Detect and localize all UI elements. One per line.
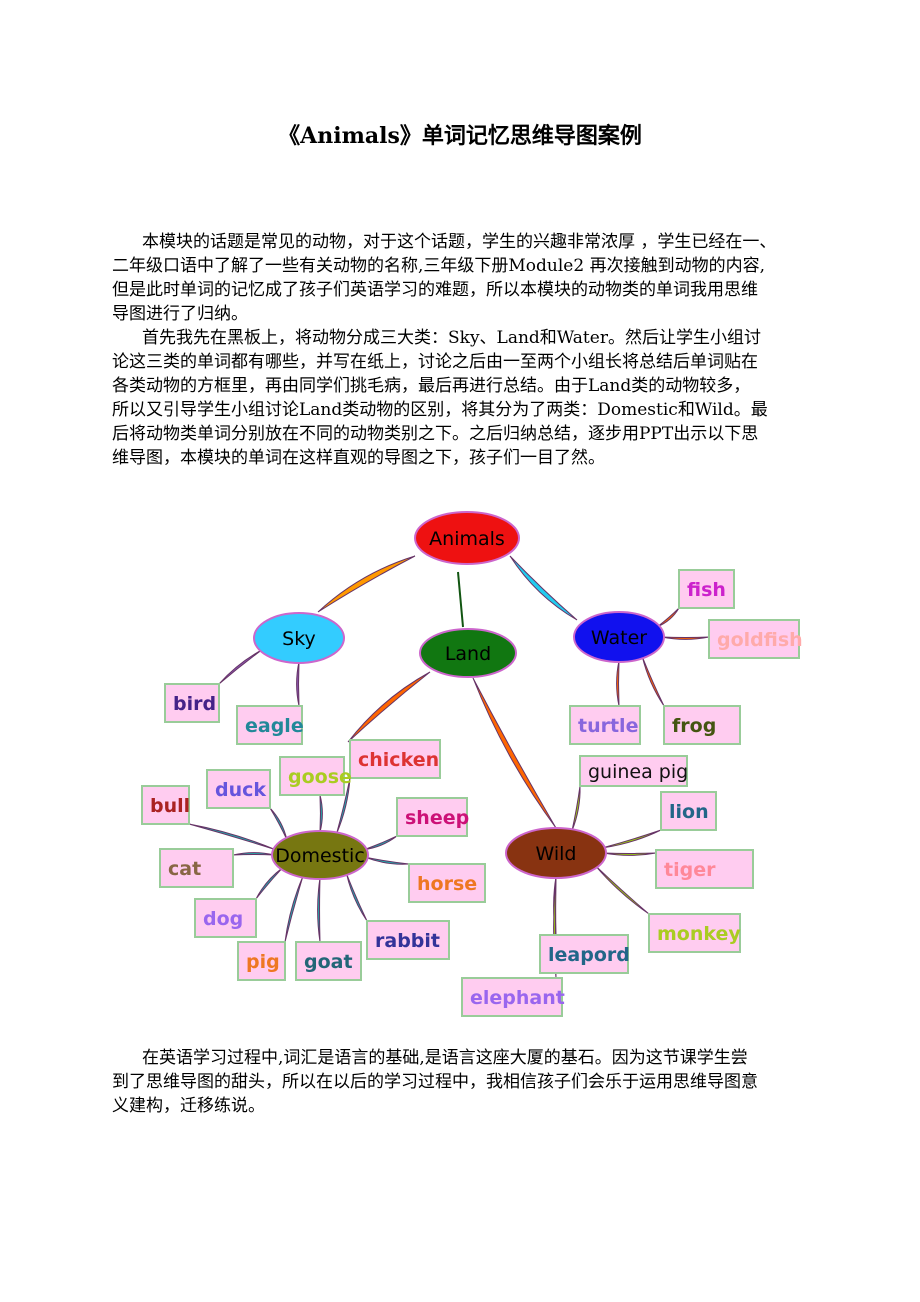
text-line: 义建构，迁移练说。 (112, 1096, 265, 1116)
leaf-box-dog (194, 898, 257, 938)
leaf-label-dog: dog (203, 908, 243, 930)
branch-land (457, 571, 464, 628)
leaf-box-chicken (349, 739, 441, 779)
leaf-label-eagle: eagle (245, 715, 304, 737)
leaf-box-turtle (569, 705, 641, 745)
node-wild (505, 827, 607, 879)
leaf-box-tiger (655, 849, 754, 889)
leaf-box-lion (660, 791, 717, 831)
connector-eagle (296, 661, 300, 707)
text-line: 论这三类的单词都有哪些，并写在纸上，讨论之后由一至两个小组长将总结后单词贴在 (112, 352, 758, 372)
leaf-label-goat: goat (304, 951, 353, 973)
leaf-box-monkey (648, 913, 741, 953)
leaf-label-bull: bull (150, 795, 190, 817)
text-line: 到了思维导图的甜头，所以在以后的学习过程中，我相信孩子们会乐于运用思维导图意 (112, 1072, 758, 1092)
node-sky (253, 612, 345, 664)
text-line: 本模块的话题是常见的动物，对于这个话题，学生的兴趣非常浓厚 ，学生已经在一、 (142, 232, 777, 252)
node-label-sky: Sky (282, 628, 316, 650)
leaf-label-elephant: elephant (470, 987, 565, 1009)
node-label-land: Land (445, 643, 491, 665)
connector-cat (232, 852, 275, 856)
leaf-box-duck (206, 769, 271, 809)
connector-tiger (603, 852, 657, 856)
connector-lion (602, 829, 662, 849)
branch-water (509, 555, 578, 621)
leaf-label-cat: cat (168, 858, 201, 880)
leaf-label-monkey: monkey (657, 923, 741, 945)
text-line: 但是此时单词的记忆成了孩子们英语学习的难题，所以本模块的动物类的单词我用思维 (112, 280, 758, 300)
leaf-label-frog: frog (672, 715, 716, 737)
leaf-label-pig: pig (246, 951, 280, 973)
text-line: 首先我先在黑板上，将动物分成三大类：Sky、Land和Water。然后让学生小组… (142, 328, 761, 348)
leaf-box-eagle (236, 705, 303, 745)
connector-dog (255, 867, 283, 900)
leaf-box-goat (295, 941, 362, 981)
leaf-label-turtle: turtle (578, 715, 638, 737)
leaf-box-pig (237, 941, 286, 981)
connector-goldfish (661, 636, 710, 640)
leaf-box-fish (678, 569, 735, 609)
leaf-label-sheep: sheep (405, 807, 469, 829)
connector-turtle (616, 660, 620, 707)
leaf-box-goldfish (708, 619, 800, 659)
text-line: 后将动物类单词分别放在不同的动物类别之下。之后归纳总结，逐步用PPT出示以下思 (112, 424, 759, 444)
leaf-box-sheep (396, 797, 468, 837)
text-line: 在英语学习过程中,词汇是语言的基础,是语言这座大厦的基石。因为这节课学生尝 (142, 1048, 748, 1068)
connector-duck (269, 807, 288, 840)
leaf-box-bull (141, 785, 190, 825)
node-label-animals: Animals (429, 528, 505, 550)
connector-rabbit (345, 873, 368, 922)
node-animals (414, 511, 520, 565)
connector-bird (218, 649, 263, 685)
connector-goose (319, 794, 323, 833)
connector-monkey (595, 865, 650, 915)
leaf-label-goose: goose (288, 766, 352, 788)
leaf-box-rabbit (366, 920, 450, 960)
connector-goat (317, 877, 321, 943)
leaf-box-cat (159, 848, 234, 888)
branch-wild (472, 677, 557, 829)
leaf-label-goldfish: goldfish (717, 629, 803, 651)
connector-bull (188, 823, 276, 851)
leaf-box-goose (279, 756, 345, 796)
node-label-water: Water (591, 627, 647, 649)
node-label-domestic: Domestic (275, 845, 365, 867)
leaf-label-chicken: chicken (358, 749, 439, 771)
leaf-box-elephant (461, 977, 563, 1017)
text-line: 二年级口语中了解了一些有关动物的名称,三年级下册Module2 再次接触到动物的… (112, 256, 765, 276)
leaf-box-horse (408, 863, 486, 903)
text-line: 所以又引导学生小组讨论Land类动物的区别，将其分为了两类：Domestic和W… (112, 400, 768, 420)
text-line: 导图进行了归纳。 (112, 304, 248, 324)
leaf-label-horse: horse (417, 873, 477, 895)
leaf-box-frog (663, 705, 741, 745)
leaf-label-guinea-pig: guinea pig (588, 761, 688, 783)
leaf-label-bird: bird (173, 693, 216, 715)
node-label-wild: Wild (536, 843, 577, 865)
connector-pig (284, 875, 304, 943)
branch-sky (317, 555, 416, 613)
branch-domestic (347, 671, 431, 743)
node-domestic (271, 830, 369, 880)
connector-guinea-pig (571, 785, 581, 831)
leaf-label-tiger: tiger (664, 859, 716, 881)
leaf-label-leapord: leapord (548, 944, 630, 966)
connector-frog (641, 656, 665, 707)
leaf-box-bird (164, 683, 220, 723)
leaf-box-leapord (539, 934, 629, 974)
text-line: 维导图，本模块的单词在这样直观的导图之下，孩子们一目了然。 (112, 448, 605, 468)
connector-horse (365, 856, 410, 865)
connector-fish (657, 607, 680, 628)
leaf-label-duck: duck (215, 779, 266, 801)
document-title: 《Animals》单词记忆思维导图案例 (278, 123, 642, 149)
leaf-label-rabbit: rabbit (375, 930, 440, 952)
leaf-label-fish: fish (687, 579, 726, 601)
node-water (573, 611, 665, 663)
connector-sheep (364, 835, 398, 851)
leaf-box-guinea-pig (579, 755, 688, 787)
text-line: 各类动物的方框里，再由同学们挑毛病，最后再进行总结。由于Land类的动物较多， (112, 376, 751, 396)
node-land (419, 628, 517, 678)
leaf-label-lion: lion (669, 801, 709, 823)
